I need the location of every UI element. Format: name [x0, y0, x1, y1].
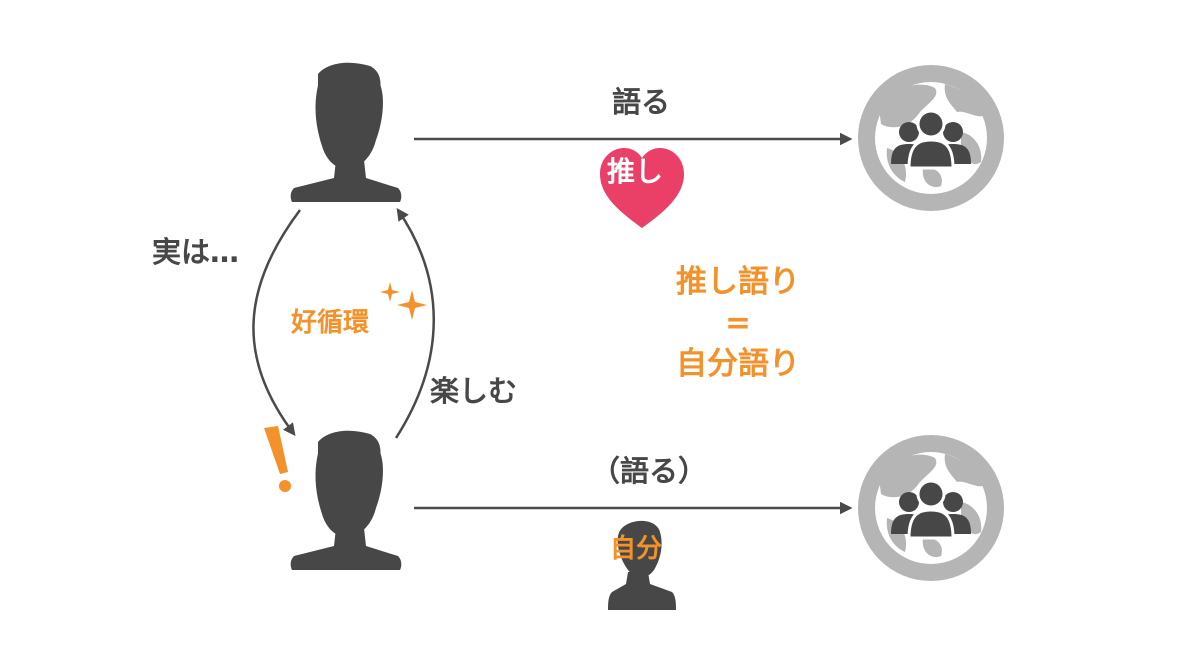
cycle-arrow-up [394, 207, 435, 439]
self-label: 自分 [610, 534, 663, 564]
enjoy-label: 楽しむ [430, 374, 518, 408]
speak-label: 語る [612, 85, 671, 119]
audience-globe-top-icon [856, 63, 1006, 213]
speak-paren-label: （語る） [591, 454, 708, 488]
cycle-arrow-down [252, 209, 302, 436]
oshi-heart-label: 推し [607, 155, 664, 188]
actually-label: 実は… [152, 235, 240, 269]
equation-line-oshi-katari: 推し語り [676, 264, 800, 300]
equation-line-jibun-katari: 自分語り [676, 346, 800, 382]
cycle-label: 好循環 [291, 308, 370, 338]
sparkle-icon [380, 282, 427, 320]
equation-block: 推し語り = 自分語り [648, 262, 828, 385]
equation-equals: = [725, 305, 751, 341]
person-top-icon [290, 62, 402, 202]
exclamation-icon [264, 426, 291, 492]
audience-globe-bottom-icon [856, 433, 1006, 583]
heart-icon [600, 148, 684, 228]
self-person-icon [608, 520, 676, 610]
person-bottom-icon [290, 430, 402, 570]
